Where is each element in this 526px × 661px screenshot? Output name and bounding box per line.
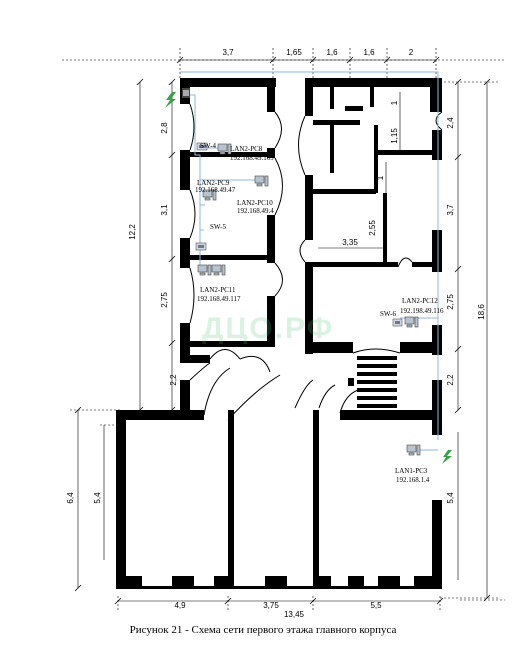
sw6-label: SW-6 (380, 310, 396, 318)
dim-left-lower-outer: 6,4 (66, 492, 75, 504)
pc11-name: LAN2-PC11 (200, 286, 236, 294)
dim-top-2: 1,65 (286, 48, 302, 57)
walls (116, 78, 442, 589)
dim-left-room-4: 2,2 (169, 374, 178, 386)
pc10-ip: 192.168.49.4 (237, 207, 274, 215)
device-labels: SW-4 LAN2-PC8 192.168.49.109 LAN2-PC9 19… (195, 142, 444, 484)
wireless-icon (165, 92, 452, 464)
dim-bottom-2: 3,75 (263, 601, 279, 610)
sw5-label: SW-5 (210, 223, 226, 231)
dim-left-outer: 12,2 (128, 224, 137, 240)
dim-right-lower: 5,4 (446, 492, 455, 504)
dim-bottom-3: 5,5 (370, 601, 382, 610)
figure-caption: Рисунок 21 - Схема сети первого этажа гл… (129, 624, 397, 636)
switch-icon (195, 142, 403, 327)
dim-right-outer: 18,6 (477, 304, 486, 320)
dim-inner-5: 3,35 (342, 238, 358, 247)
pc3-name: LAN1-PC3 (395, 467, 428, 475)
pc3-ip: 192.168.1.4 (396, 476, 430, 484)
watermark: ДЦО.РФ (202, 312, 334, 345)
dim-top-1: 3,7 (222, 48, 234, 57)
dim-right-room-1: 2,4 (446, 117, 455, 129)
dim-inner-1: 1 (390, 100, 399, 105)
pc12-ip: 192.198.49.116 (400, 307, 444, 315)
pc8-name: LAN2-PC8 (230, 145, 263, 153)
dim-right-room-2: 3,7 (446, 204, 455, 216)
dim-left-room-1: 2,8 (160, 122, 169, 134)
pc12-name: LAN2-PC12 (402, 297, 438, 305)
dim-bottom-total: 13,45 (284, 610, 305, 619)
dimension-labels: 3,7 1,65 1,6 1,6 2 12,2 2,8 3,1 2,75 2,2… (66, 48, 486, 619)
pc9-name: LAN2-PC9 (197, 179, 230, 187)
dim-top-3: 1,6 (326, 48, 338, 57)
pc10-name: LAN2-PC10 (237, 199, 273, 207)
doors (189, 103, 443, 421)
dim-bottom-1: 4,9 (174, 601, 186, 610)
pc11-ip: 192.168.49.117 (197, 295, 241, 303)
dim-top-5: 2 (409, 48, 414, 57)
dim-inner-2: 1,15 (390, 128, 399, 144)
dim-left-room-2: 3,1 (160, 204, 169, 216)
dim-top-4: 1,6 (363, 48, 375, 57)
access-point-icon (182, 88, 190, 98)
dim-inner-3: 1 (376, 175, 385, 180)
pc9-ip: 192.168.49.47 (195, 186, 236, 194)
dim-inner-4: 2,55 (368, 220, 377, 236)
dim-right-room-3: 2,75 (446, 294, 455, 310)
dim-left-room-3: 2,75 (160, 292, 169, 308)
dim-right-room-4: 2,2 (446, 374, 455, 386)
pc8-ip: 192.168.49.109 (230, 154, 274, 162)
computer-icon (197, 143, 421, 456)
staircase (348, 356, 397, 408)
network-cables (180, 71, 439, 451)
sw4-label: SW-4 (200, 142, 216, 150)
dim-left-lower-inner: 5,4 (93, 492, 102, 504)
